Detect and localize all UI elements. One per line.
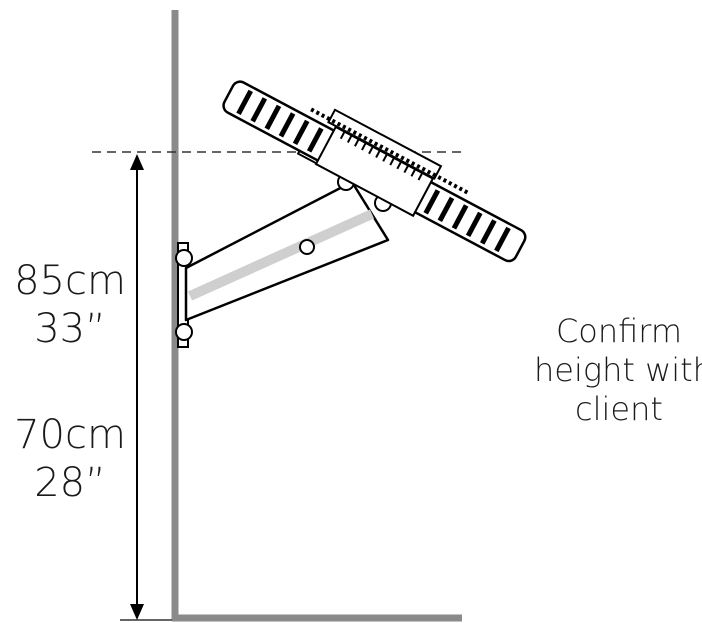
height-33in-label: 33”: [34, 306, 106, 352]
height-85cm-label: 85cm: [14, 258, 126, 304]
height-dimension-arrow: [130, 154, 144, 620]
wall-plate: [175, 242, 193, 348]
note-line-1: Confirm: [555, 312, 683, 350]
height-28in-label: 28”: [34, 460, 106, 506]
note-line-2: height with: [534, 351, 702, 389]
swing-arm: [184, 173, 392, 322]
note-line-3: client: [575, 390, 663, 428]
tv-screen: [222, 80, 527, 263]
height-70cm-label: 70cm: [14, 412, 126, 458]
